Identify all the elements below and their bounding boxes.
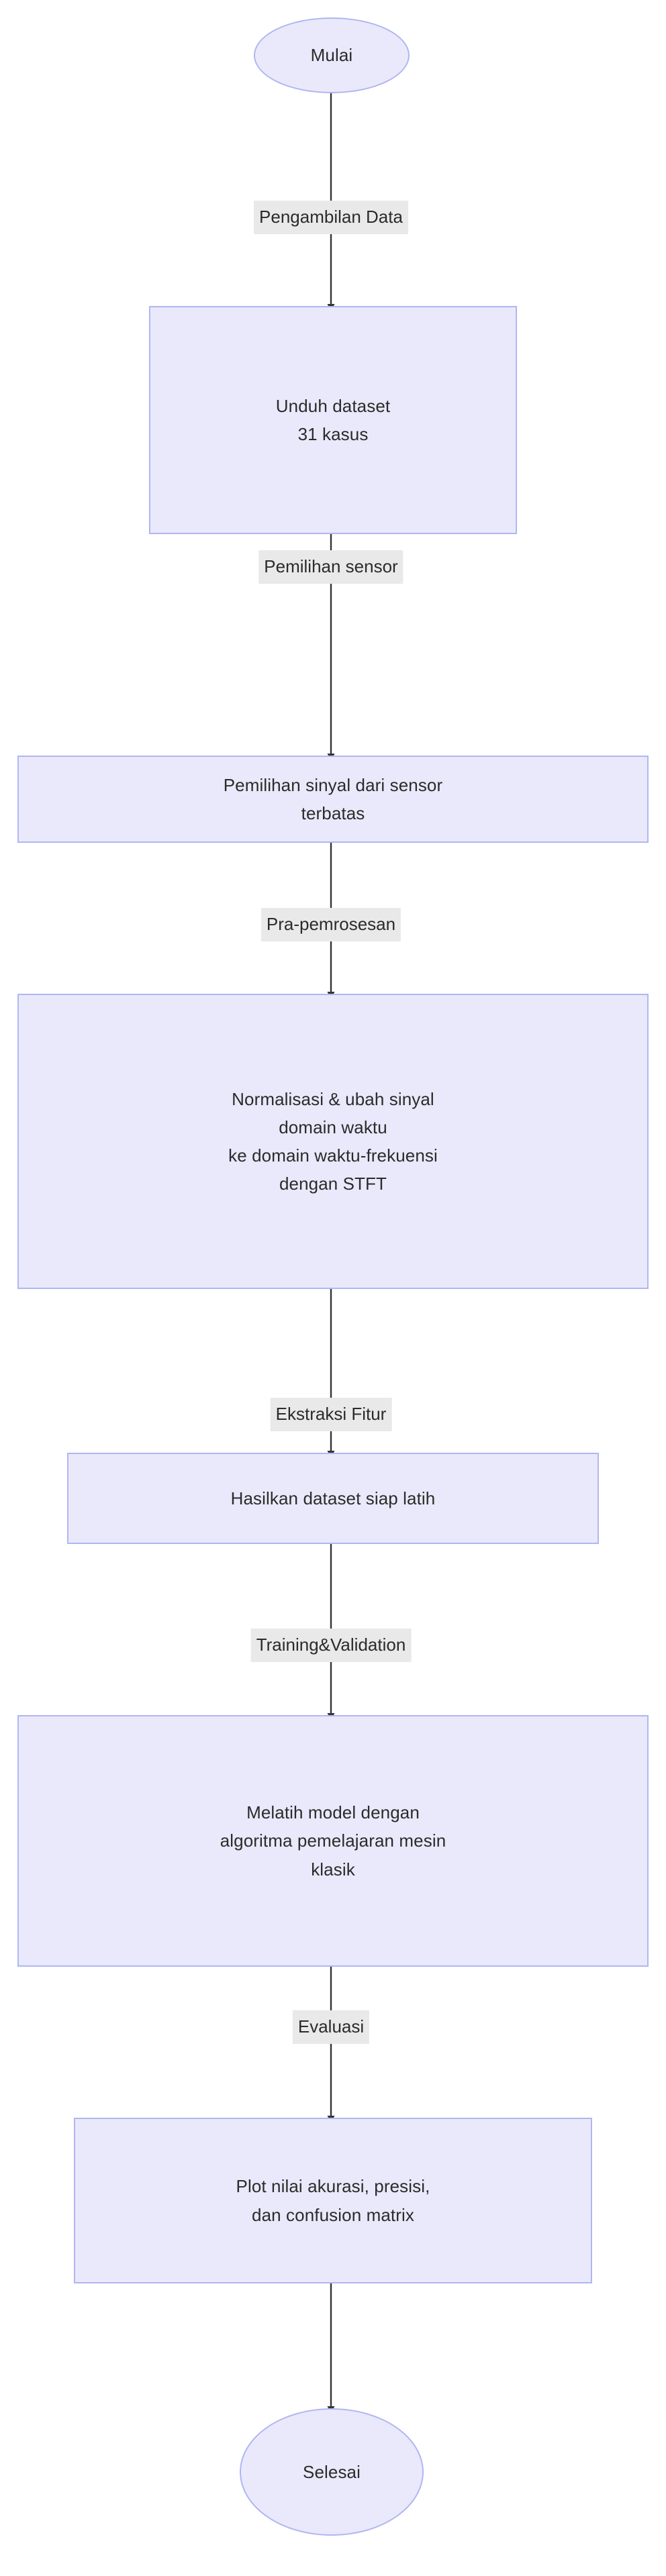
node-sensor-selection-label: Pemilihan sinyal dari sensor terbatas (223, 774, 443, 823)
edge-label-pemilihan-sensor-text: Pemilihan sensor (264, 556, 398, 576)
edge-label-pengambilan-data: Pengambilan Data (254, 201, 408, 234)
node-start-label: Mulai (310, 45, 353, 66)
node-sensor-selection[interactable]: Pemilihan sinyal dari sensor terbatas (17, 756, 649, 843)
edge-label-training-validation: Training&Validation (250, 1629, 412, 1662)
node-end[interactable]: Selesai (240, 2408, 424, 2536)
node-download-dataset[interactable]: Unduh dataset 31 kasus (149, 306, 517, 534)
edge-label-evaluasi: Evaluasi (292, 2010, 370, 2044)
node-training-dataset[interactable]: Hasilkan dataset siap latih (67, 1453, 599, 1544)
node-preprocessing[interactable]: Normalisasi & ubah sinyal domain waktu k… (17, 994, 649, 1289)
edge-label-evaluasi-text: Evaluasi (297, 2016, 365, 2037)
node-training-dataset-label: Hasilkan dataset siap latih (230, 1488, 436, 1508)
node-plot-metrics[interactable]: Plot nilai akurasi, presisi, dan confusi… (74, 2118, 592, 2283)
edge-label-ekstraksi-fitur: Ekstraksi Fitur (270, 1398, 392, 1431)
node-train-model-label: Melatih model dengan algoritma pemelajar… (220, 1802, 446, 1879)
node-download-dataset-label: Unduh dataset 31 kasus (275, 395, 391, 444)
node-start[interactable]: Mulai (254, 17, 410, 93)
node-train-model[interactable]: Melatih model dengan algoritma pemelajar… (17, 1715, 649, 1967)
edge-label-pengambilan-data-text: Pengambilan Data (259, 207, 403, 227)
node-end-label: Selesai (303, 2461, 361, 2482)
edge-label-pemilihan-sensor: Pemilihan sensor (258, 550, 403, 584)
node-preprocessing-label: Normalisasi & ubah sinyal domain waktu k… (228, 1088, 438, 1194)
edge-label-training-validation-text: Training&Validation (256, 1635, 406, 1655)
edge-label-pra-pemrosesan: Pra-pemrosesan (260, 908, 401, 941)
edge-label-pra-pemrosesan-text: Pra-pemrosesan (266, 914, 396, 934)
edge-label-ekstraksi-fitur-text: Ekstraksi Fitur (275, 1404, 387, 1424)
node-plot-metrics-label: Plot nilai akurasi, presisi, dan confusi… (236, 2176, 430, 2225)
